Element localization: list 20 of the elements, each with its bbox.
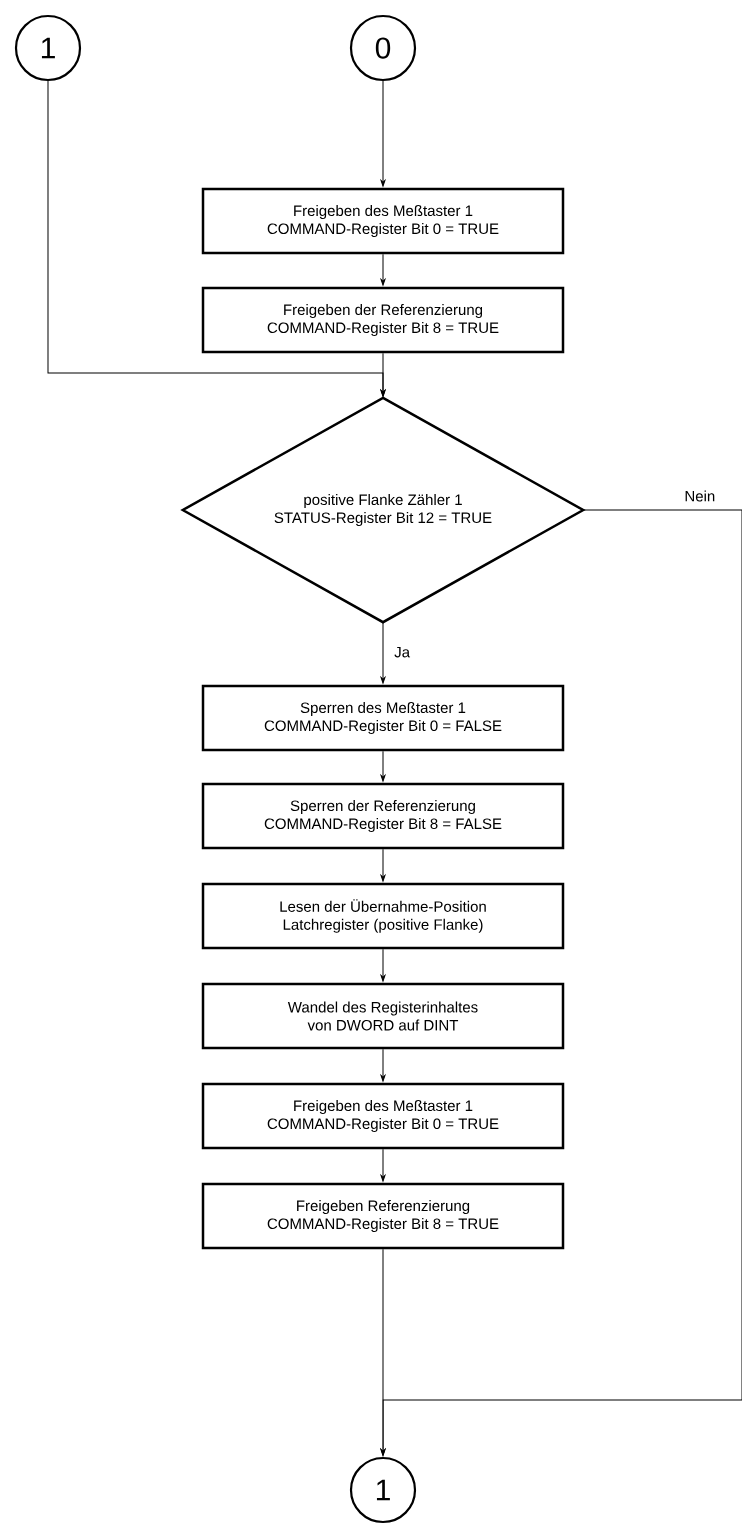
arrow [380,1048,386,1082]
arrow [380,621,386,684]
process-box: Sperren des Meßtaster 1 COMMAND-Register Bit 0 = FALSE [201,684,565,752]
arrow [380,750,386,782]
arrow [380,80,386,187]
arrow [380,253,386,286]
arrow [380,948,386,982]
process-box: Freigeben Referenzierung COMMAND-Register Bit 8 = TRUE [201,1182,565,1250]
edge-label: Ja [394,647,411,658]
arrow [380,1148,386,1182]
process-box: Freigeben des Meßtaster 1 COMMAND-Register Bit 0 = TRUE [201,1082,565,1150]
arrow [380,848,386,882]
edge-label: Nein [685,490,715,502]
arrow [380,1248,386,1456]
process-box: Sperren der Referenzierung COMMAND-Register Bit 8 = FALSE [201,782,565,850]
process-box: Freigeben des Meßtaster 1 COMMAND-Register Bit 0 = TRUE [201,187,565,255]
arrow [47,80,386,397]
process-box: Freigeben der Referenzierung COMMAND-Register Bit 8 = TRUE [201,286,565,354]
process-box: Wandel des Registerinhaltes von DWORD auf DINT [201,982,565,1050]
process-box: Lesen der Übernahme-Position Latchregister (positive Flanke) [201,882,565,950]
